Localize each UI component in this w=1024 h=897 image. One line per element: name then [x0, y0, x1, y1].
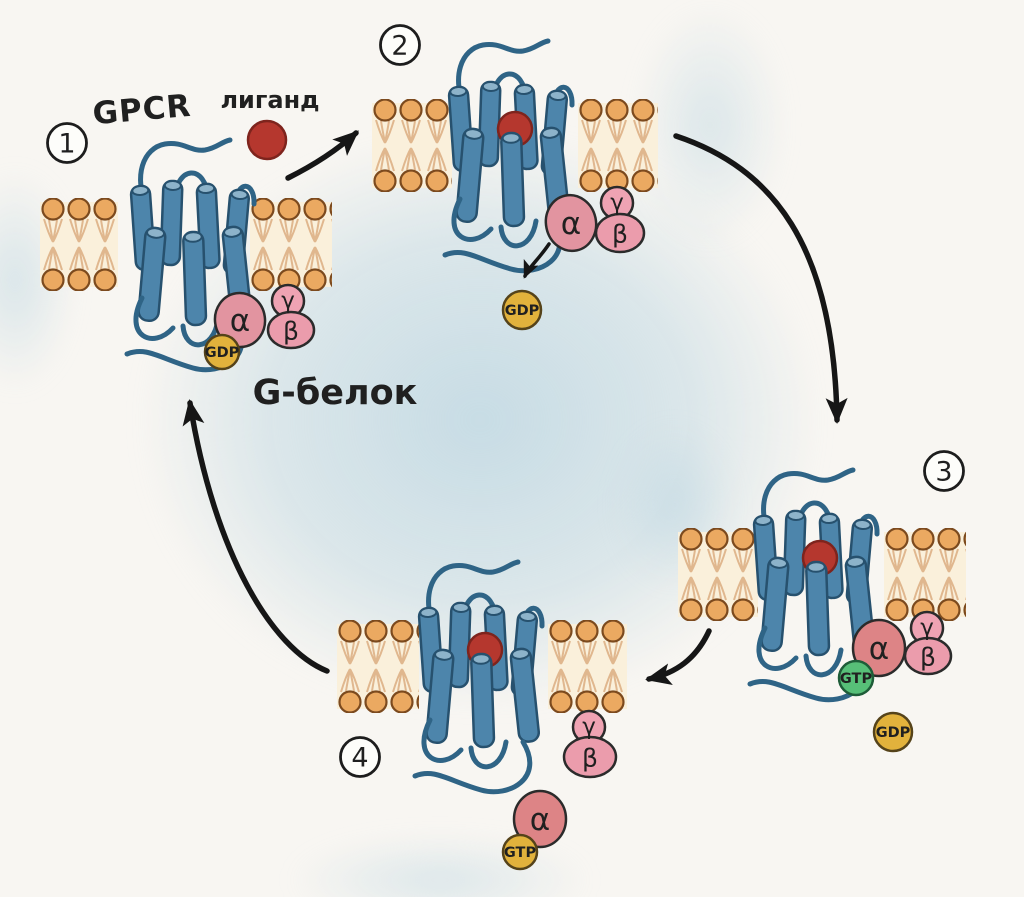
gdp-molecule: [203, 333, 241, 371]
step-badge-4: 4: [339, 736, 381, 778]
step-number: 1: [58, 129, 75, 160]
beta-label: β: [920, 643, 936, 672]
gdp-release-arrow: [523, 242, 551, 279]
membrane-segment-stage2-right: [578, 99, 658, 192]
gamma-label: γ: [920, 615, 934, 641]
beta-subunit: [903, 636, 953, 676]
gamma-label: γ: [281, 288, 295, 314]
gpcr-receptor-stage2: [445, 41, 572, 271]
alpha-subunit-dissociated: [512, 789, 568, 849]
beta-subunit: [266, 310, 316, 350]
alpha-label: α: [561, 206, 581, 242]
gdp-molecule-released: [501, 289, 543, 331]
step-number: 3: [935, 457, 952, 488]
receptor-front-stage4: [415, 648, 540, 792]
ligand-label: лиганд: [220, 86, 319, 114]
g-protein-stage2: [501, 185, 646, 331]
stage-4: γ β α GTP: [415, 562, 618, 871]
ligand-free: [246, 119, 288, 161]
gamma-label: γ: [610, 190, 624, 216]
membrane-segment-stage1-right: [250, 198, 332, 291]
gdp-label: GDP: [505, 303, 540, 319]
gtp-label: GTP: [840, 671, 873, 687]
beta-label: β: [582, 744, 598, 773]
beta-subunit: [594, 212, 646, 254]
g-protein-label: G-белок: [253, 373, 418, 413]
gdp-label: GDP: [205, 345, 240, 361]
gpcr-title-label: GPCR: [91, 88, 193, 132]
step-badge-1: 1: [46, 122, 88, 164]
gdp-label: GDP: [876, 725, 911, 741]
arrow-step1-to-step2: [285, 130, 359, 181]
gpcr-receptor-stage4: [415, 562, 542, 792]
alpha-label: α: [230, 303, 250, 339]
gpcr-receptor-stage3: [750, 470, 877, 700]
gtp-molecule: [837, 659, 875, 697]
gamma-label: γ: [582, 714, 596, 740]
cycle-arrows: [182, 130, 848, 685]
alpha-subunit: [851, 618, 907, 678]
gdp-molecule-free: [872, 711, 914, 753]
g-protein-stage4: [501, 709, 618, 871]
alpha-label: α: [530, 802, 550, 838]
alpha-subunit: [213, 291, 267, 349]
g-protein-stage3: [837, 610, 953, 753]
membrane-segment-stage3-left: [678, 528, 758, 621]
membrane-segment-stage3-right: [884, 528, 966, 621]
step-badge-3: 3: [923, 450, 965, 492]
beta-label: β: [612, 220, 628, 249]
beta-label: β: [283, 317, 299, 346]
arrow-step3-to-step4: [645, 628, 712, 685]
membrane-segment-stage4-right: [548, 620, 627, 713]
gtp-label: GTP: [504, 845, 537, 861]
g-protein-stage1: [203, 283, 316, 371]
arrow-step2-to-step3: [673, 133, 848, 424]
beta-subunit: [562, 735, 618, 779]
alpha-subunit: [544, 193, 598, 253]
step-number: 4: [351, 743, 368, 774]
stage-2: α γ β GDP: [445, 41, 646, 331]
receptor-front-stage2: [445, 127, 570, 271]
step-badges: 1 2 3 4: [46, 24, 965, 778]
alpha-label: α: [869, 631, 889, 667]
cell-membranes: [40, 99, 966, 713]
gtp-molecule-on-alpha: [501, 833, 539, 871]
arrow-step4-to-step1: [182, 399, 330, 674]
stage-3: α γ β GTP GDP: [750, 470, 953, 753]
step-number: 2: [391, 31, 408, 62]
membrane-segment-stage4-left: [337, 620, 419, 713]
step-badge-2: 2: [379, 24, 421, 66]
stage-1: α γ β GDP: [127, 119, 316, 371]
membrane-segment-stage2-left: [372, 99, 452, 192]
membrane-segment-stage1-left: [40, 198, 118, 291]
